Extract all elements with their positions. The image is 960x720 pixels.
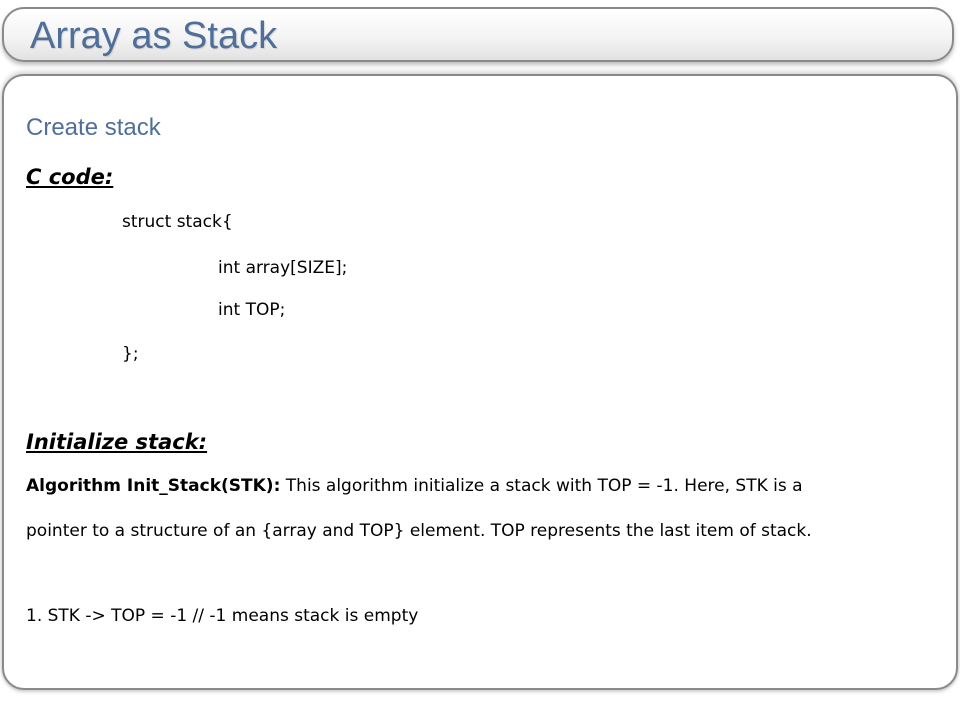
init-heading: Initialize stack: — [26, 430, 208, 454]
algo-name: Algorithm Init_Stack(STK): — [26, 476, 281, 496]
content-panel — [2, 74, 958, 690]
algo-description: This algorithm initialize a stack with T… — [280, 476, 803, 496]
slide-title: Array as Stack — [30, 15, 278, 57]
code-line-1: struct stack{ — [122, 212, 233, 232]
algo-step-1: 1. STK -> TOP = -1 // -1 means stack is … — [26, 606, 419, 626]
section-subtitle: Create stack — [26, 114, 161, 141]
algo-line-1: Algorithm Init_Stack(STK): This algorith… — [26, 474, 803, 498]
c-code-heading: C code: — [26, 165, 114, 189]
title-bar: Array as Stack — [2, 7, 954, 62]
code-line-4: }; — [122, 344, 139, 364]
algo-line-2: pointer to a structure of an {array and … — [26, 521, 812, 541]
code-line-2: int array[SIZE]; — [218, 258, 348, 278]
code-line-3: int TOP; — [218, 300, 286, 320]
